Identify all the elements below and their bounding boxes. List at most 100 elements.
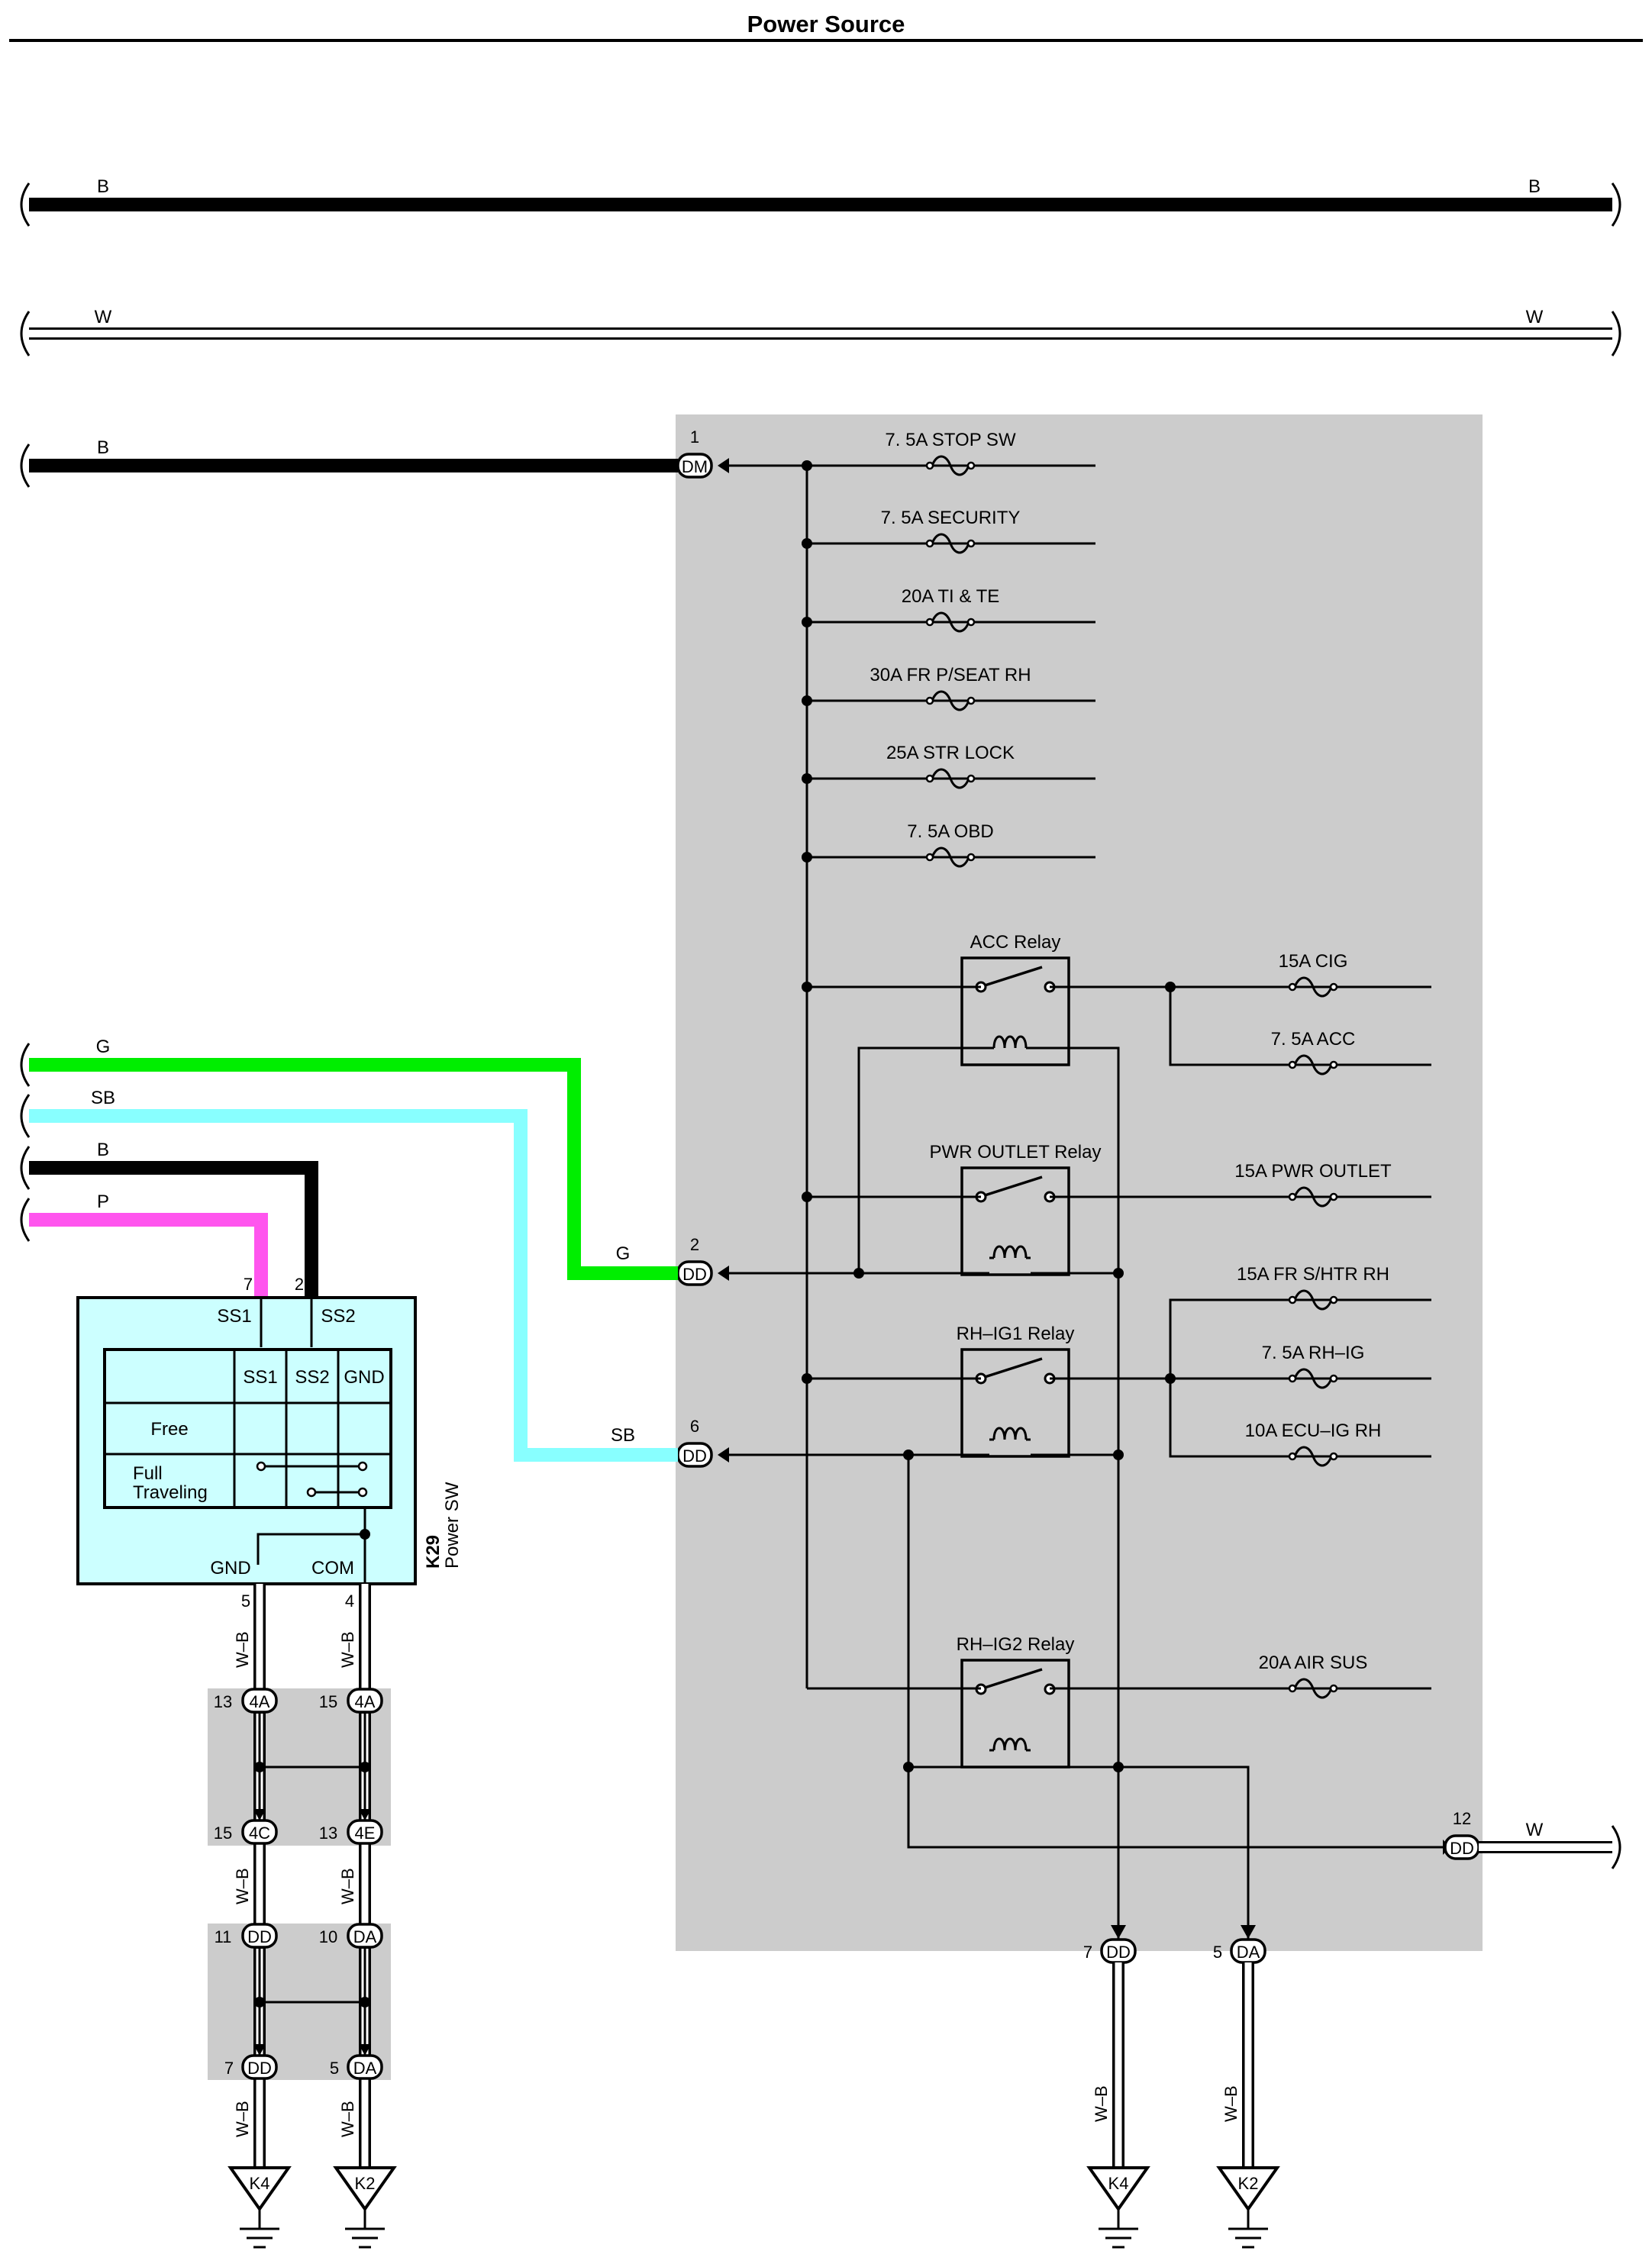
wire-w-out: [1479, 1825, 1621, 1869]
wire-w-top-label-right: W: [1526, 307, 1544, 327]
power-switch-pin-gnd: 5: [241, 1591, 250, 1611]
power-switch-label-gnd: GND: [210, 1558, 250, 1579]
connector-dd7-right-code: DD: [1106, 1943, 1131, 1962]
fuse-label-security: 7. 5A SECURITY: [881, 508, 1021, 528]
connector-da5-right-pin: 5: [1213, 1943, 1222, 1962]
connector-dd12-code: DD: [1450, 1839, 1474, 1858]
connector-dd7-right-pin: 7: [1083, 1943, 1092, 1962]
ground-k2-right: K2: [1238, 2174, 1259, 2193]
fuse-label-ecu-ig: 10A ECU–IG RH: [1245, 1421, 1382, 1441]
wire-sb-label-end: SB: [611, 1425, 635, 1446]
connector-dd6-pin: 6: [690, 1417, 699, 1436]
wire-wb-label-left-1: W–B: [233, 1631, 252, 1668]
wire-p-label: P: [97, 1192, 109, 1212]
wire-g: [20, 1043, 678, 1280]
ground-k4-right: K4: [1108, 2174, 1129, 2193]
power-switch-pin-ss2: 2: [295, 1275, 304, 1294]
fuse-row-stop-sw: [802, 455, 1095, 476]
power-switch-pin-ss1: 7: [244, 1275, 253, 1294]
wire-p: [20, 1198, 268, 1298]
power-switch-label-ss2: SS2: [321, 1306, 355, 1327]
fuse-row-fr-pseat: [802, 690, 1095, 711]
wire-b-top: [20, 182, 1621, 227]
connector-da-5-left-pin: 5: [330, 2059, 339, 2078]
fuse-row-obd: [802, 846, 1095, 868]
connector-da-5-left-code: DA: [353, 2059, 377, 2078]
rh-ig2-relay: [807, 1659, 1431, 1939]
connector-4a-15-pin: 15: [319, 1692, 337, 1711]
connector-da-10-code: DA: [353, 1927, 377, 1946]
rh-ig1-relay: [729, 1289, 1443, 1849]
connector-da-10-pin: 10: [319, 1927, 337, 1946]
wire-b-top-label-left: B: [97, 176, 109, 197]
page-title: Power Source: [747, 11, 905, 37]
pwr-outlet-relay: [729, 1166, 1431, 1279]
fuse-label-str-lock: 25A STR LOCK: [886, 743, 1015, 763]
wire-wb-label-left-6: W–B: [338, 2101, 357, 2137]
wire-b-to-dm: [20, 443, 678, 488]
power-switch-label-ss1: SS1: [217, 1306, 251, 1327]
relay-label-rh-ig2: RH–IG2 Relay: [957, 1634, 1075, 1655]
connector-da5-right-code: DA: [1237, 1943, 1260, 1962]
power-switch-table-header-ss1: SS1: [243, 1367, 277, 1388]
wire-b-sw: [20, 1146, 318, 1298]
connector-dd-11-pin: 11: [215, 1927, 232, 1946]
power-switch-table-header-ss2: SS2: [295, 1367, 329, 1388]
fuse-label-ti-te: 20A TI & TE: [902, 586, 1000, 607]
connector-4e-13-code: 4E: [355, 1824, 376, 1843]
fuse-label-fr-shtr: 15A FR S/HTR RH: [1237, 1264, 1389, 1285]
junction-block: [676, 414, 1483, 1951]
wire-b-mid-label: B: [97, 437, 109, 458]
ground-k2-left: K2: [355, 2174, 376, 2193]
connector-4a-15-code: 4A: [355, 1692, 376, 1711]
power-switch: [76, 1296, 417, 1585]
relay-label-acc: ACC Relay: [970, 932, 1061, 953]
power-switch-label-com: COM: [311, 1558, 354, 1579]
fuse-label-air-sus: 20A AIR SUS: [1259, 1653, 1368, 1673]
connector-dd-7-left-code: DD: [247, 2059, 272, 2078]
wire-g-label-end: G: [616, 1243, 631, 1264]
wire-sb-label: SB: [91, 1088, 115, 1108]
connector-4a-13-pin: 13: [214, 1692, 232, 1711]
connector-dd6-code: DD: [682, 1446, 707, 1466]
power-switch-name: Power SW: [442, 1482, 463, 1569]
connector-dd12-pin: 12: [1453, 1809, 1471, 1828]
wire-w-top: [20, 311, 1621, 356]
wire-wb-label-left-3: W–B: [233, 1868, 252, 1904]
fuse-label-stop-sw: 7. 5A STOP SW: [885, 430, 1016, 450]
connector-dd-7-left-pin: 7: [224, 2059, 234, 2078]
connector-dd-11-code: DD: [247, 1927, 272, 1946]
power-switch-table-header-gnd: GND: [344, 1367, 384, 1388]
wire-wb-label-left-2: W–B: [338, 1631, 357, 1668]
connector-4a-13-code: 4A: [250, 1692, 270, 1711]
fuse-row-security: [802, 533, 1095, 554]
fuse-row-ti-te: [802, 611, 1095, 633]
fuse-label-fr-pseat: 30A FR P/SEAT RH: [870, 665, 1031, 685]
connector-4c-15-pin: 15: [214, 1824, 232, 1843]
wire-b-top-label-right: B: [1528, 176, 1541, 197]
fuse-label-cig: 15A CIG: [1279, 951, 1348, 972]
arrow-dd7-right: [1111, 1925, 1126, 1939]
wire-w-out-label: W: [1526, 1820, 1544, 1840]
relay-label-rh-ig1: RH–IG1 Relay: [957, 1324, 1075, 1344]
fuse-row-str-lock: [802, 768, 1095, 789]
connector-4c-15-code: 4C: [249, 1824, 270, 1843]
arrow-da5-right: [1241, 1925, 1256, 1939]
fuse-label-pwr-outlet: 15A PWR OUTLET: [1234, 1161, 1392, 1182]
wire-w-top-label-left: W: [95, 307, 112, 327]
power-switch-table-row-full-1: Full: [133, 1463, 163, 1484]
fuse-label-obd: 7. 5A OBD: [907, 821, 993, 842]
wire-wb-label-left-4: W–B: [338, 1868, 357, 1904]
wire-g-label: G: [96, 1037, 111, 1057]
ground-k4-left: K4: [250, 2174, 270, 2193]
wire-wb-label-left-5: W–B: [233, 2101, 252, 2137]
connector-4e-13-pin: 13: [319, 1824, 337, 1843]
arrow-dm1: [718, 458, 729, 473]
power-switch-pin-com: 4: [345, 1591, 354, 1611]
relay-label-pwr-outlet: PWR OUTLET Relay: [930, 1142, 1102, 1163]
power-switch-id: K29: [423, 1535, 444, 1569]
wire-wb-label-right-1: W–B: [1092, 2085, 1111, 2122]
connector-dd2-pin: 2: [690, 1235, 699, 1254]
wire-b-sw-label: B: [97, 1140, 109, 1160]
